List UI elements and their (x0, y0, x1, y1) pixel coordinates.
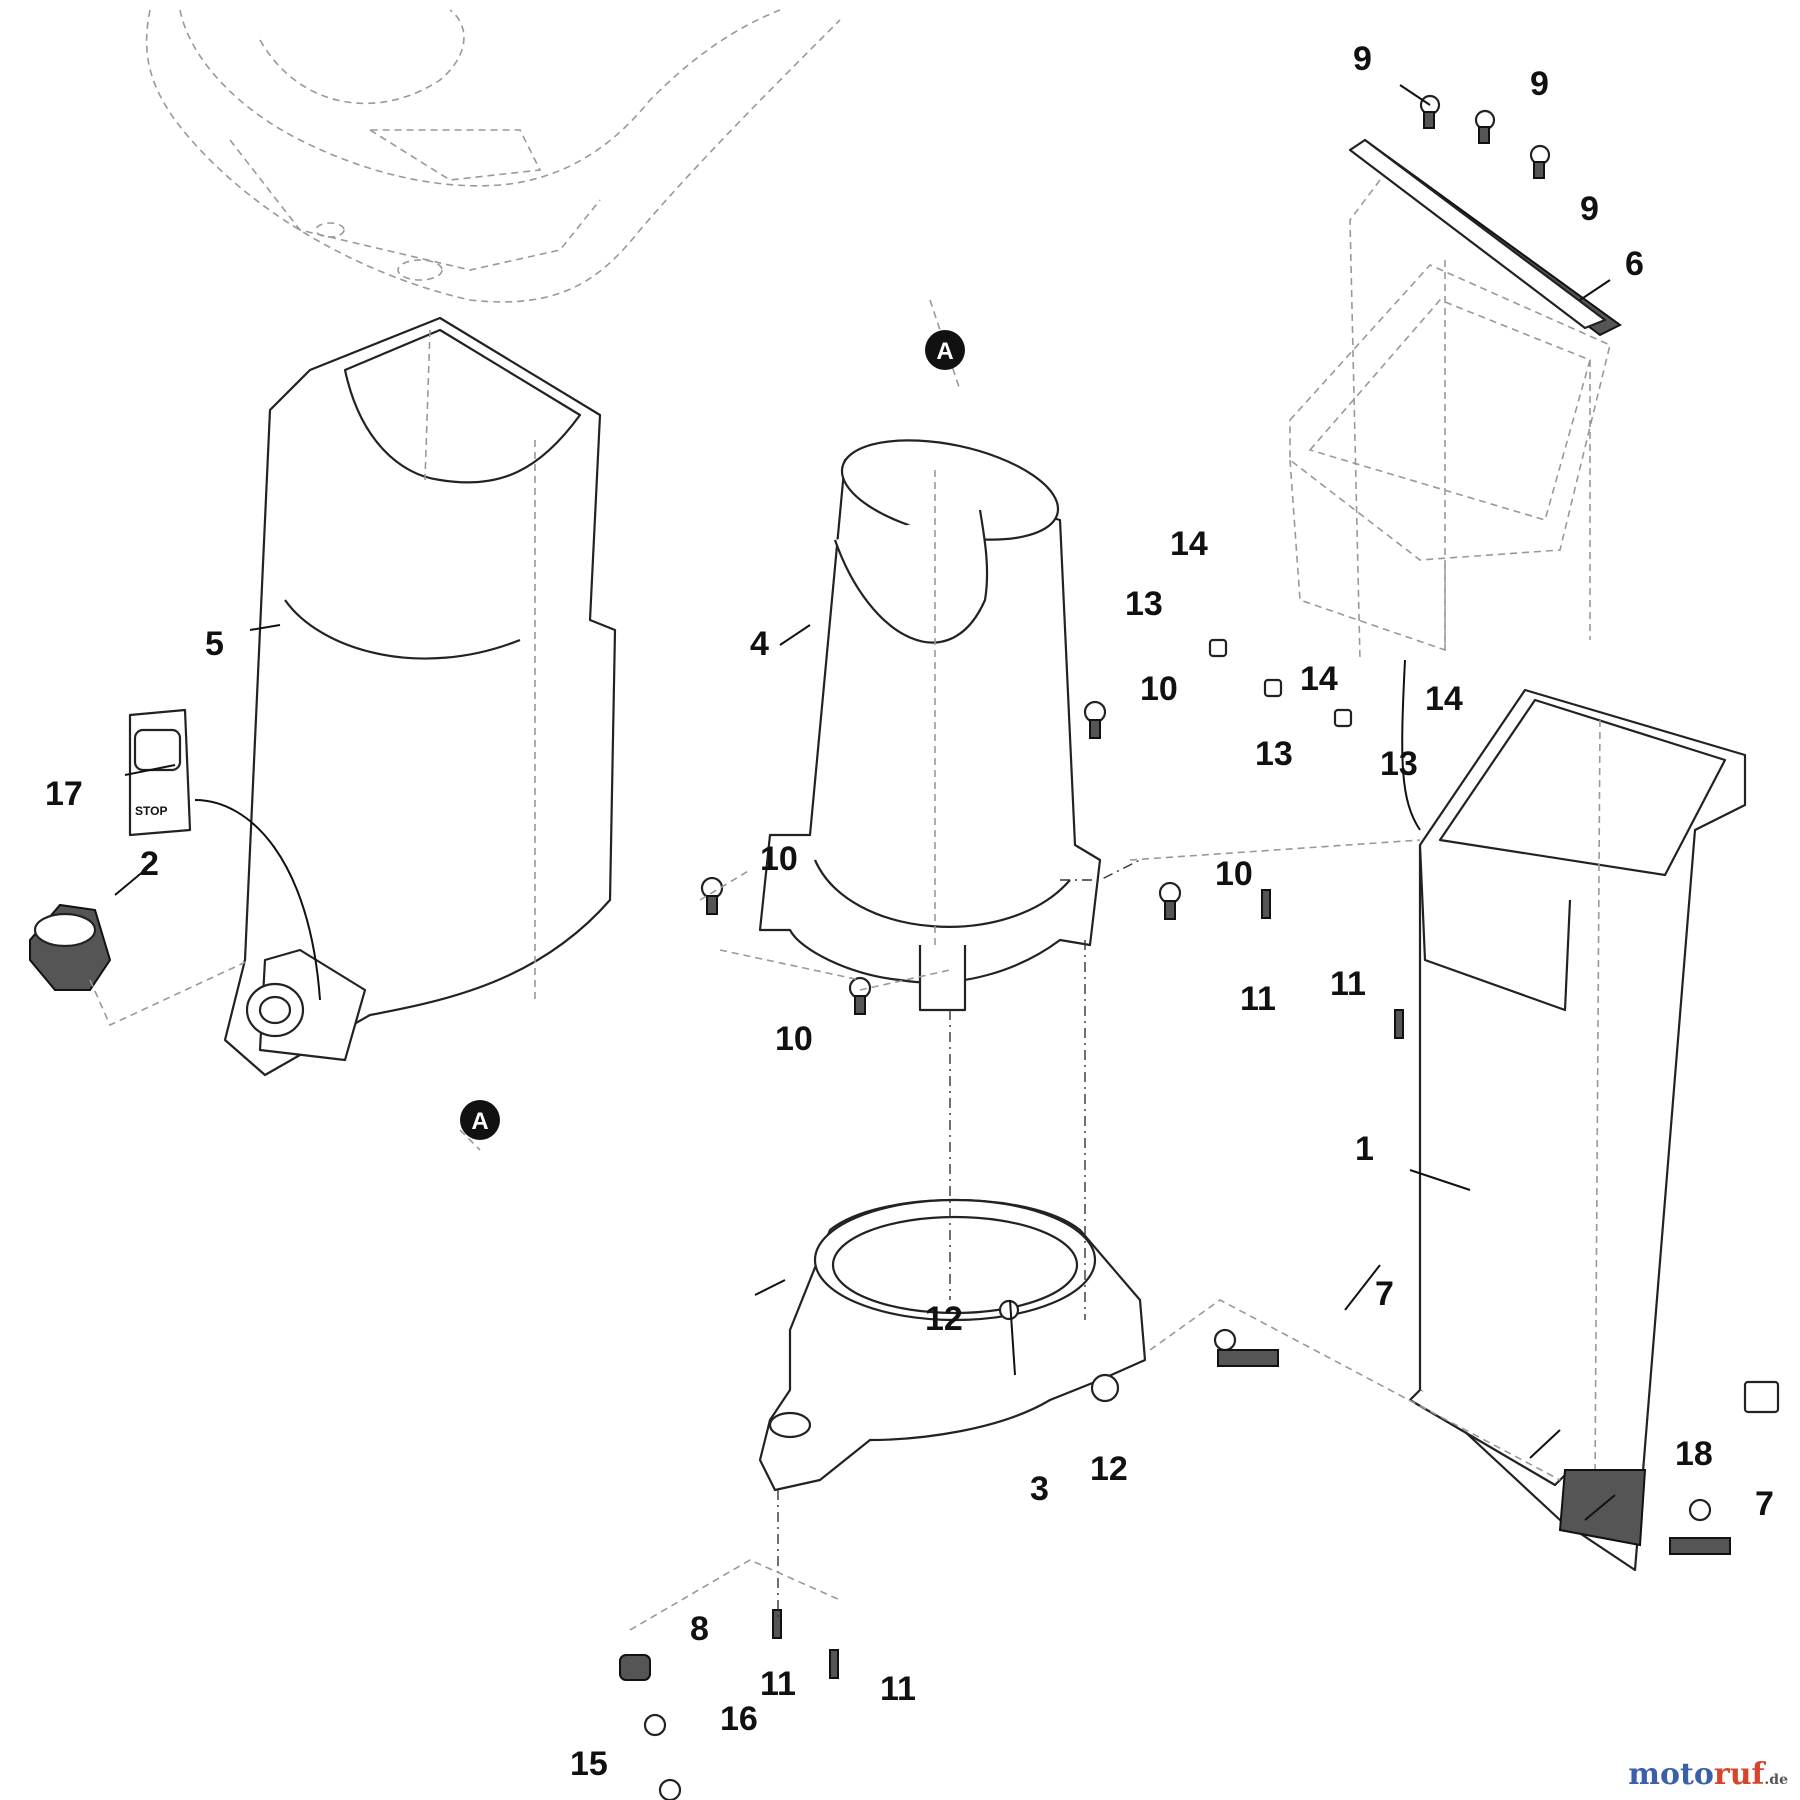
callout-14b: 14 (1300, 660, 1338, 698)
reference-tag-a-bottom-label: A (471, 1108, 488, 1135)
watermark-part1: moto (1628, 1757, 1714, 1792)
callout-10d: 10 (775, 1020, 813, 1058)
callout-15: 15 (570, 1745, 608, 1783)
callout-18: 18 (1675, 1435, 1713, 1473)
watermark-part2: ruf (1713, 1757, 1765, 1792)
callout-2: 2 (140, 845, 159, 883)
callout-13c: 13 (1380, 745, 1418, 783)
stop-label: STOP (135, 804, 167, 818)
callout-numbers: 9 9 9 6 5 4 14 13 14 14 13 13 10 10 10 1… (45, 40, 1774, 1783)
knob-part-2 (29, 903, 251, 1027)
discharge-chute-part-1 (1408, 688, 1747, 1572)
callout-8: 8 (690, 1610, 709, 1648)
callout-9b: 9 (1530, 65, 1549, 103)
callout-7b: 7 (1755, 1485, 1774, 1523)
ghost-motor-housing (145, 9, 841, 303)
base-part-3 (758, 1198, 1147, 1492)
callout-10c: 10 (1215, 855, 1253, 893)
callout-leaders (114, 84, 1616, 1521)
callout-12b: 12 (1090, 1450, 1128, 1488)
callout-13a: 13 (1125, 585, 1163, 623)
callout-9c: 9 (1580, 190, 1599, 228)
hatch-cover-part-6 (1348, 138, 1622, 337)
callout-6: 6 (1625, 245, 1644, 283)
callout-7a: 7 (1375, 1275, 1394, 1313)
callout-12a: 12 (925, 1300, 963, 1338)
callout-1: 1 (1355, 1130, 1374, 1168)
reference-tag-a-bottom: A (460, 1100, 500, 1140)
callout-5: 5 (205, 625, 224, 663)
callout-9a: 9 (1353, 40, 1372, 78)
callout-11c: 11 (760, 1665, 796, 1703)
reference-tag-a-top: A (925, 330, 965, 370)
callout-11d: 11 (880, 1670, 916, 1708)
inner-tube-part-4 (758, 439, 1102, 1012)
assembly-centerlines (459, 299, 1561, 1631)
switch-part-17: STOP (128, 708, 321, 1001)
reference-tag-a-top-label: A (936, 338, 953, 365)
watermark: motoruf.de (1628, 1757, 1788, 1792)
fasteners (619, 94, 1780, 1800)
callout-11b: 11 (1330, 965, 1366, 1003)
callout-16: 16 (720, 1700, 758, 1738)
watermark-part3: .de (1764, 1772, 1788, 1788)
callout-10a: 10 (1140, 670, 1178, 708)
callout-3: 3 (1030, 1470, 1049, 1508)
callout-14a: 14 (1170, 525, 1208, 563)
ghost-intake-frame (1289, 179, 1611, 661)
callout-13b: 13 (1255, 735, 1293, 773)
chute-housing-part-5 (223, 316, 617, 1077)
callout-4: 4 (750, 625, 769, 663)
callout-14c: 14 (1425, 680, 1463, 718)
callout-17: 17 (45, 775, 83, 813)
callout-11a: 11 (1240, 980, 1276, 1018)
callout-10b: 10 (760, 840, 798, 878)
